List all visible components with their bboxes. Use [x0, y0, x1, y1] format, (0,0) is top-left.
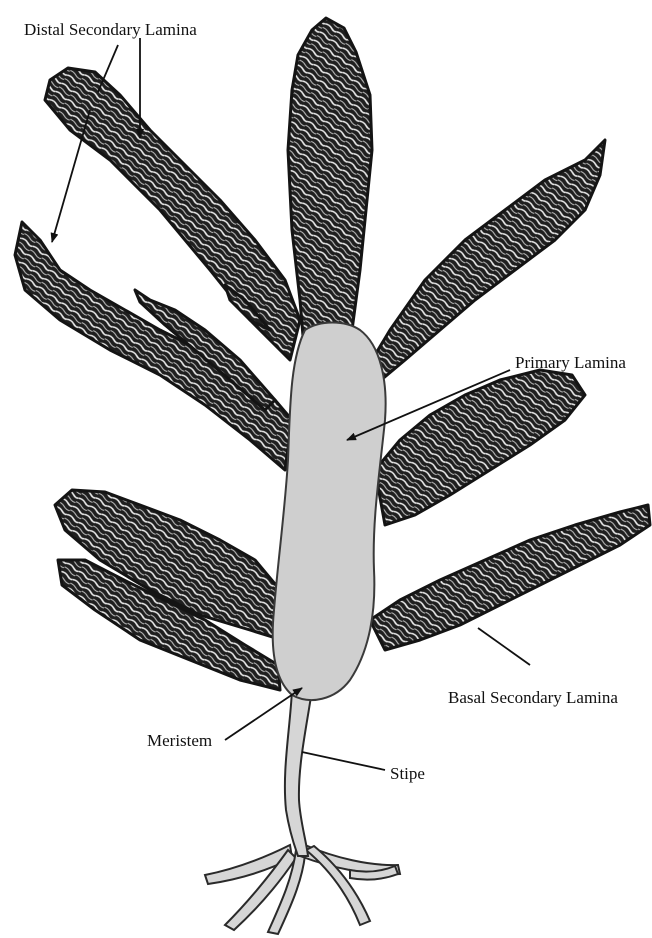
label-stipe: Stipe	[390, 765, 425, 782]
blade-lower-right	[370, 505, 650, 650]
label-distal-secondary-lamina: Distal Secondary Lamina	[24, 21, 197, 38]
blade-middle-right	[375, 370, 585, 525]
blade-top-center	[288, 18, 372, 370]
blade-upper-right	[360, 140, 605, 385]
label-primary-lamina: Primary Lamina	[515, 354, 626, 371]
leader-basal	[478, 628, 530, 665]
label-basal-secondary-lamina: Basal Secondary Lamina	[448, 689, 618, 706]
holdfast	[205, 845, 400, 934]
label-meristem: Meristem	[147, 732, 212, 749]
stipe-shape	[285, 690, 312, 856]
leader-stipe	[302, 752, 385, 770]
primary-lamina-shape	[273, 323, 386, 701]
